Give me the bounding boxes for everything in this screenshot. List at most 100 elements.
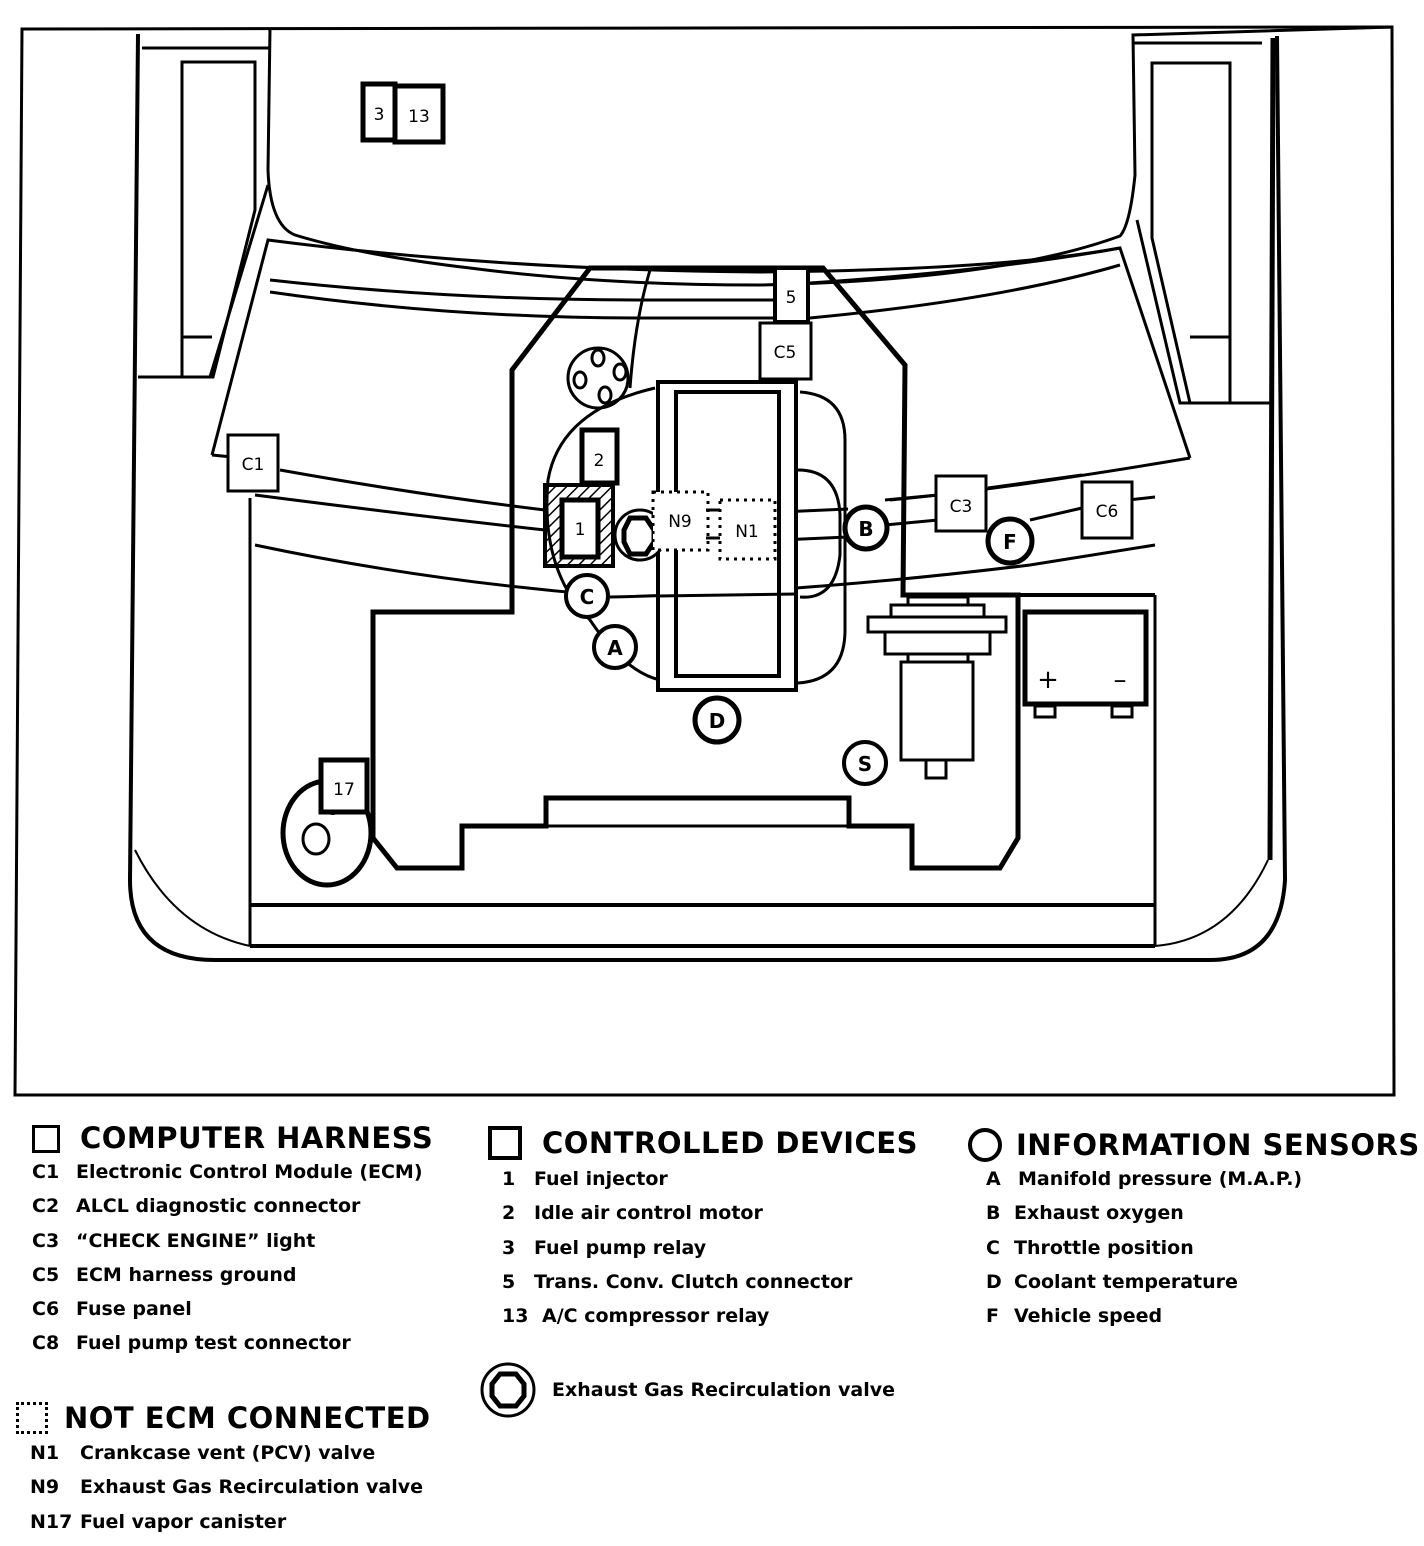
legend-item-code: N17: [30, 1510, 73, 1533]
legend-item: N17 Fuel vapor canister: [30, 1505, 431, 1539]
harness-c3-label: C3: [950, 497, 973, 517]
engine-compartment-diagram: 3 13 5 C5 C1 2 1 N9 N1: [13, 25, 1396, 1097]
sensor-c-label: C: [580, 585, 595, 609]
legend-item-code: 5: [502, 1270, 516, 1293]
harness-c1: C1: [226, 433, 280, 493]
dotted-square-symbol-icon: [16, 1402, 48, 1434]
relay-3: 3: [360, 81, 398, 143]
legend-item-label: Idle air control motor: [534, 1202, 763, 1225]
hose-line: [628, 269, 652, 389]
legend-item: 2 Idle air control motor: [502, 1196, 918, 1230]
legend-item-label: Exhaust oxygen: [1014, 1202, 1184, 1225]
legend-item-code: C1: [32, 1161, 60, 1183]
legend-item-label: Manifold pressure (M.A.P.): [1018, 1168, 1303, 1190]
legend-item-code: C2: [32, 1195, 60, 1218]
legend-item-label: ALCL diagnostic connector: [76, 1195, 361, 1218]
legend-egr-symbol-row: Exhaust Gas Recirculation valve: [476, 1362, 895, 1418]
legend-controlled-devices-title: CONTROLLED DEVICES: [542, 1125, 919, 1160]
legend-item: C3 “CHECK ENGINE” light: [32, 1224, 433, 1258]
oil-filter: [866, 595, 1008, 780]
legend-not-ecm-title: NOT ECM CONNECTED: [64, 1400, 431, 1435]
sensor-d: D: [692, 695, 742, 745]
legend-item-label: Fuel vapor canister: [80, 1510, 287, 1533]
device-2-label: 2: [594, 451, 605, 471]
harness-c3: C3: [934, 474, 988, 533]
battery-plus-icon: +: [1037, 665, 1059, 695]
relay-3-label: 3: [374, 105, 385, 125]
legend-not-ecm-heading: NOT ECM CONNECTED: [16, 1402, 431, 1434]
legend-item-code: 13: [502, 1305, 529, 1328]
legend-item-code: F: [986, 1305, 999, 1328]
legend-item-code: C5: [32, 1263, 60, 1286]
legend-item-code: 2: [502, 1202, 516, 1225]
legend-item-code: C3: [32, 1229, 60, 1252]
legend-information-sensors-title: INFORMATION SENSORS: [1016, 1127, 1420, 1162]
legend-computer-harness: COMPUTER HARNESS C1 Electronic Control Mo…: [32, 1124, 433, 1361]
outer-frame: [13, 25, 1396, 1097]
battery-minus-icon: –: [1114, 665, 1127, 695]
legend-not-ecm-connected: NOT ECM CONNECTED N1 Crankcase vent (PCV)…: [16, 1402, 431, 1539]
device-1-label: 1: [575, 520, 586, 540]
canister-17-label: 17: [333, 780, 355, 800]
not-ecm-n1: N1: [706, 498, 777, 561]
legend-controlled-devices: CONTROLLED DEVICES 1 Fuel injector 2 Idle …: [488, 1126, 918, 1333]
battery: + –: [1022, 609, 1149, 719]
legend-item-label: Throttle position: [1014, 1236, 1194, 1259]
legend-item: N9 Exhaust Gas Recirculation valve: [30, 1470, 431, 1504]
air-cleaner-inner: [797, 468, 842, 599]
legend-item-label: Crankcase vent (PCV) valve: [80, 1442, 376, 1464]
device-5-label: 5: [786, 288, 797, 308]
legend-item-label: Fuel pump relay: [534, 1236, 707, 1259]
not-ecm-n9: N9: [651, 490, 710, 552]
relay-13: 13: [392, 83, 446, 145]
legend-item-code: N1: [30, 1442, 60, 1464]
sensor-f: F: [985, 516, 1035, 566]
legend-item: 13 A/C compressor relay: [502, 1299, 918, 1333]
sensor-d-label: D: [709, 709, 726, 733]
legend-item-label: A/C compressor relay: [542, 1305, 770, 1328]
legend-item: N1 Crankcase vent (PCV) valve: [30, 1436, 431, 1470]
device-1: 1: [543, 483, 615, 568]
thick-square-symbol-icon: [488, 1126, 522, 1160]
legend-egr-label: Exhaust Gas Recirculation valve: [552, 1379, 896, 1401]
legend-item: F Vehicle speed: [986, 1299, 1420, 1333]
harness-c5-label: C5: [774, 343, 797, 363]
legend-item-label: Trans. Conv. Clutch connector: [534, 1270, 853, 1293]
legend-item-code: N9: [30, 1476, 60, 1499]
legend-item-label: Electronic Control Module (ECM): [76, 1161, 423, 1183]
relay-13-label: 13: [408, 107, 430, 127]
legend-item-code: C8: [32, 1332, 60, 1355]
legend-item: B Exhaust oxygen: [986, 1196, 1420, 1230]
not-ecm-n1-label: N1: [735, 522, 759, 542]
wire-across: [657, 592, 797, 598]
legend-item-label: “CHECK ENGINE” light: [76, 1229, 316, 1252]
legend-item: C2 ALCL diagnostic connector: [32, 1189, 433, 1223]
square-symbol-icon: [32, 1124, 60, 1153]
legend-item-label: Coolant temperature: [1014, 1270, 1238, 1293]
engine-platform: [544, 796, 851, 828]
harness-c6: C6: [1080, 480, 1134, 540]
sensor-b-label: B: [858, 517, 873, 541]
legend-item-code: B: [986, 1202, 1001, 1225]
legend-controlled-devices-heading: CONTROLLED DEVICES: [488, 1126, 918, 1160]
right-fender: [1133, 37, 1276, 861]
distributor-cap: [566, 346, 630, 410]
front-rail: [134, 498, 1269, 948]
harness-c5: C5: [758, 321, 813, 381]
legend-item-label: Fuel injector: [534, 1168, 668, 1190]
sensor-a-label: A: [607, 636, 623, 660]
legend-item-label: Exhaust Gas Recirculation valve: [80, 1476, 424, 1499]
legend-item-label: Vehicle speed: [1014, 1305, 1163, 1328]
legend-item-label: Fuel pump test connector: [76, 1332, 351, 1355]
left-fender: [127, 25, 1394, 962]
circle-symbol-icon: [968, 1128, 1002, 1162]
legend-item-code: 1: [502, 1168, 516, 1190]
legend-computer-harness-title: COMPUTER HARNESS: [80, 1121, 434, 1155]
sensor-a: A: [592, 624, 638, 670]
